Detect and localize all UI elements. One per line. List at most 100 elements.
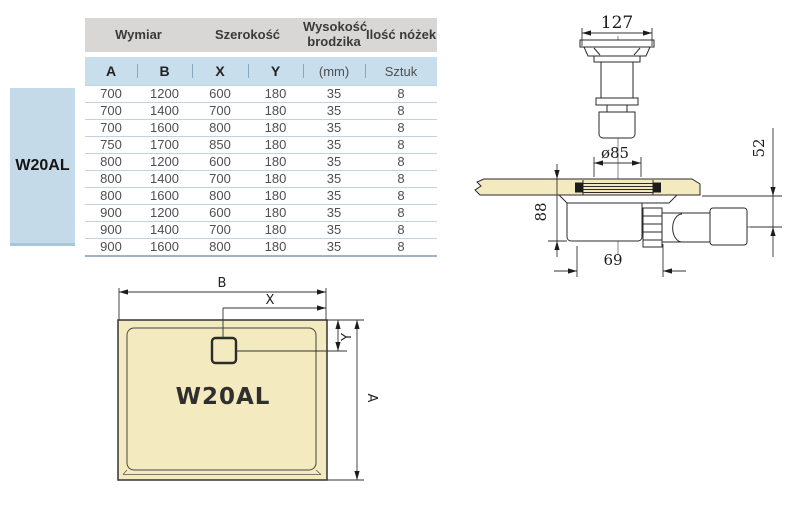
cell-b: 1600 [137, 119, 193, 137]
dim-drain-x-label: X [266, 293, 275, 308]
group-header-ilosc: Ilość nóżek [365, 18, 438, 52]
cell-feet: 8 [365, 153, 438, 171]
cell-x: 700 [192, 102, 249, 120]
cell-feet: 8 [365, 85, 438, 103]
cell-a: 900 [85, 221, 137, 239]
table-row: 750 1700 850 180 35 8 [85, 136, 438, 154]
table-row: 900 1200 600 180 35 8 [85, 204, 438, 222]
dim-b: B [118, 276, 327, 320]
dim-diameter: ø85 [593, 144, 642, 177]
spec-table: Wymiar Szerokość Wysokość brodzika Ilość… [85, 18, 438, 257]
col-header-sztuk: Sztuk [365, 57, 438, 86]
cell-a: 750 [85, 136, 137, 154]
table-row: 700 1600 800 180 35 8 [85, 119, 438, 137]
cell-x: 600 [192, 153, 249, 171]
cell-b: 1400 [137, 170, 193, 188]
cell-x: 850 [192, 136, 249, 154]
cell-x: 600 [192, 85, 249, 103]
cell-y: 180 [248, 238, 304, 257]
cell-height: 35 [303, 85, 366, 103]
tray-model-label: W20AL [176, 384, 271, 410]
cell-height: 35 [303, 170, 366, 188]
cell-height: 35 [303, 238, 366, 257]
cell-b: 1700 [137, 136, 193, 154]
drain-side-view-drawing: 127 ø85 [474, 13, 782, 277]
col-header-a: A [85, 57, 137, 86]
table-row: 800 1200 600 180 35 8 [85, 153, 438, 171]
cell-feet: 8 [365, 170, 438, 188]
cell-a: 900 [85, 238, 137, 257]
cell-height: 35 [303, 119, 366, 137]
cell-feet: 8 [365, 221, 438, 239]
table-row: 900 1400 700 180 35 8 [85, 221, 438, 239]
drain-trap-body [557, 194, 679, 242]
cell-height: 35 [303, 221, 366, 239]
col-header-b: B [137, 57, 193, 86]
spec-table-body: 700 1200 600 180 35 8 700 1400 700 180 3… [85, 85, 438, 257]
dim-drain-y-label: Y [340, 333, 355, 342]
cell-x: 800 [192, 119, 249, 137]
cell-feet: 8 [365, 204, 438, 222]
cell-b: 1400 [137, 102, 193, 120]
cell-b: 1200 [137, 204, 193, 222]
cell-b: 1200 [137, 85, 193, 103]
cell-x: 700 [192, 221, 249, 239]
model-label: W20AL [15, 156, 70, 174]
dim-88: 88 [532, 164, 567, 257]
table-column-header-row: A B X Y (mm) Sztuk [85, 57, 438, 86]
cell-y: 180 [248, 170, 304, 188]
cell-height: 35 [303, 102, 366, 120]
table-group-header-row: Wymiar Szerokość Wysokość brodzika Ilość… [85, 18, 438, 52]
dim-a: A [327, 320, 379, 481]
header-gap-row [85, 52, 438, 57]
cell-y: 180 [248, 187, 304, 205]
model-label-cell: W20AL [10, 88, 75, 246]
cell-a: 700 [85, 85, 137, 103]
table-row: 900 1600 800 180 35 8 [85, 238, 438, 257]
cell-x: 700 [192, 170, 249, 188]
dim-y: Y [236, 319, 364, 352]
cell-y: 180 [248, 136, 304, 154]
table-row: 700 1400 700 180 35 8 [85, 102, 438, 120]
cell-y: 180 [248, 204, 304, 222]
cell-a: 700 [85, 102, 137, 120]
dim-drop-label: 52 [750, 138, 768, 157]
cell-height: 35 [303, 136, 366, 154]
dim-52: 52 [702, 128, 782, 257]
col-header-y: Y [248, 57, 304, 86]
cell-feet: 8 [365, 119, 438, 137]
table-row: 800 1400 700 180 35 8 [85, 170, 438, 188]
outlet-pipe [642, 207, 772, 248]
cell-a: 800 [85, 153, 137, 171]
group-header-wymiar: Wymiar [85, 18, 193, 52]
cell-b: 1600 [137, 238, 193, 257]
cell-a: 700 [85, 119, 137, 137]
cell-x: 600 [192, 204, 249, 222]
cell-a: 800 [85, 170, 137, 188]
cell-feet: 8 [365, 136, 438, 154]
cell-b: 1200 [137, 153, 193, 171]
cell-x: 800 [192, 187, 249, 205]
dim-depth-label: 88 [532, 202, 550, 221]
dim-69: 69 [554, 244, 686, 277]
col-header-x: X [192, 57, 249, 86]
cell-a: 800 [85, 187, 137, 205]
cell-b: 1400 [137, 221, 193, 239]
cell-y: 180 [248, 119, 304, 137]
group-header-wysokosc: Wysokość brodzika [303, 18, 367, 52]
cell-y: 180 [248, 153, 304, 171]
strainer-grooves [575, 180, 661, 195]
table-row: 700 1200 600 180 35 8 [85, 85, 438, 103]
drain-square [210, 336, 238, 365]
cell-b: 1600 [137, 187, 193, 205]
dim-x: X [222, 293, 326, 338]
dim-width-label: A [364, 394, 379, 403]
tray-cross-section [474, 178, 701, 196]
cell-feet: 8 [365, 238, 438, 257]
cell-y: 180 [248, 102, 304, 120]
cell-feet: 8 [365, 102, 438, 120]
cell-height: 35 [303, 204, 366, 222]
dim-diameter-label: ø85 [601, 144, 629, 162]
dim-127: 127 [581, 13, 653, 46]
